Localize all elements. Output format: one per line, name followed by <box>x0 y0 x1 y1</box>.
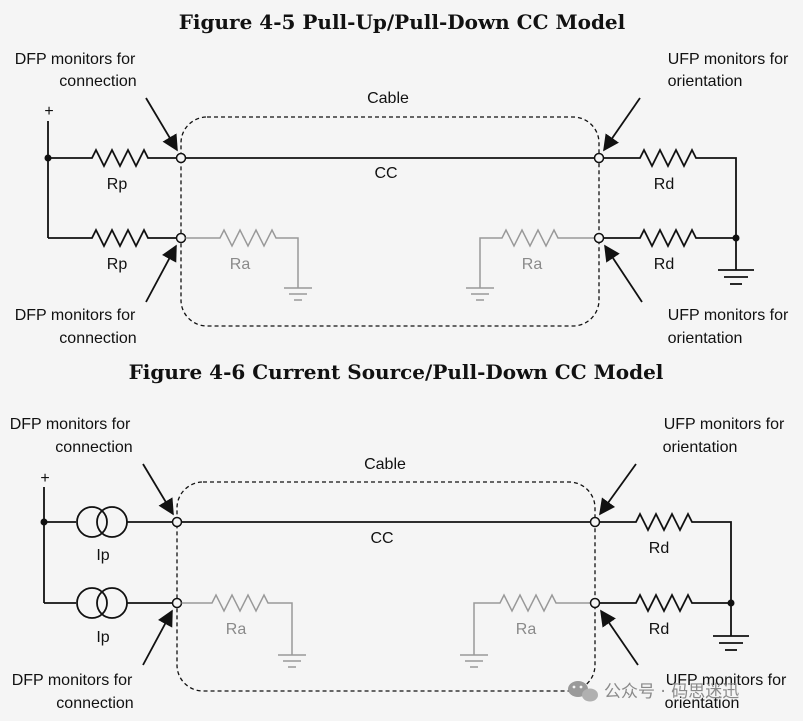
ufp-bottom-label-line1: UFP monitors for <box>668 307 789 324</box>
rd-bottom-label: Rd <box>649 621 669 638</box>
dfp-cc1-terminal <box>171 516 183 528</box>
figure-4-6-title: Figure 4-6 Current Source/Pull-Down CC M… <box>129 360 664 384</box>
figure-4-5: Figure 4-5 Pull-Up/Pull-Down CC Model DF… <box>15 10 789 347</box>
plus-sign: + <box>40 470 49 487</box>
dfp-bottom-label-line1: DFP monitors for <box>15 307 136 324</box>
rp-bottom-label: Rp <box>107 256 128 273</box>
wechat-icon <box>568 681 598 702</box>
rp-bottom-resistor <box>48 227 177 249</box>
watermark: 公众号 · 码思迷迅 <box>568 681 739 702</box>
ufp-top-arrow <box>599 463 637 516</box>
ufp-top-label-line1: UFP monitors for <box>664 416 785 433</box>
rd-top-resistor <box>603 147 737 238</box>
ra-left-label: Ra <box>230 256 251 273</box>
ra-right-resistor <box>479 228 595 288</box>
dfp-bottom-label-line2: connection <box>59 330 136 347</box>
ra-right-label: Ra <box>516 621 537 638</box>
ra-right-resistor <box>473 593 591 655</box>
ra-left-resistor <box>185 228 299 288</box>
ip-top-label: Ip <box>96 547 109 564</box>
ufp-cc1-terminal <box>589 516 601 528</box>
ufp-cc2-terminal <box>589 597 601 609</box>
ufp-ground-symbol <box>718 269 754 285</box>
ufp-top-arrow <box>603 97 641 152</box>
dfp-top-label-line1: DFP monitors for <box>15 51 136 68</box>
dfp-top-arrow <box>142 463 174 516</box>
watermark-text: 公众号 · 码思迷迅 <box>604 682 739 702</box>
ufp-bottom-arrow <box>604 244 643 303</box>
ufp-bottom-label-line1: UFP monitors for <box>666 672 787 689</box>
ufp-top-label-line1: UFP monitors for <box>668 51 789 68</box>
ra-right-label: Ra <box>522 256 543 273</box>
cable-label: Cable <box>364 456 406 473</box>
ra-left-resistor <box>181 593 293 655</box>
ufp-cc1-terminal <box>593 152 605 164</box>
ufp-top-label-line2: orientation <box>668 73 743 90</box>
rd-bottom-resistor <box>603 227 736 249</box>
cable-boundary <box>180 116 600 327</box>
cc-label: CC <box>370 530 393 547</box>
ufp-bottom-arrow <box>600 609 639 666</box>
dfp-bottom-arrow <box>142 609 173 666</box>
dfp-top-label-line1: DFP monitors for <box>10 416 131 433</box>
dfp-bottom-arrow <box>145 244 177 303</box>
ra-right-ground <box>460 654 488 668</box>
rd-bottom-label: Rd <box>654 256 674 273</box>
ufp-top-label-line2: orientation <box>663 439 738 456</box>
dfp-bottom-label-line1: DFP monitors for <box>12 672 133 689</box>
figure-4-6: Figure 4-6 Current Source/Pull-Down CC M… <box>10 360 787 712</box>
rp-top-label: Rp <box>107 176 128 193</box>
ufp-bottom-label-line2: orientation <box>668 330 743 347</box>
ufp-bottom-label-line2: orientation <box>665 695 740 712</box>
plus-sign: + <box>44 103 53 120</box>
ra-right-ground <box>466 287 494 301</box>
ip-bottom-current-source <box>76 587 128 619</box>
dfp-cc2-terminal <box>175 232 187 244</box>
dfp-cc1-terminal <box>175 152 187 164</box>
rd-top-label: Rd <box>654 176 674 193</box>
rd-top-resistor <box>599 511 732 603</box>
ra-left-ground <box>284 287 312 301</box>
ip-bottom-label: Ip <box>96 629 109 646</box>
ufp-ground-symbol <box>713 635 749 651</box>
dfp-top-label-line2: connection <box>59 73 136 90</box>
ip-top-current-source <box>76 506 128 538</box>
cable-boundary <box>176 481 596 692</box>
ra-left-label: Ra <box>226 621 247 638</box>
rd-bottom-resistor <box>599 592 731 614</box>
dfp-top-label-line2: connection <box>55 439 132 456</box>
ufp-cc2-terminal <box>593 232 605 244</box>
dfp-cc2-terminal <box>171 597 183 609</box>
dfp-bottom-label-line2: connection <box>56 695 133 712</box>
cc-label: CC <box>374 165 397 182</box>
rp-top-resistor <box>48 147 177 169</box>
rd-top-label: Rd <box>649 540 669 557</box>
ra-left-ground <box>278 654 306 668</box>
figure-4-5-title: Figure 4-5 Pull-Up/Pull-Down CC Model <box>179 10 626 34</box>
dfp-top-arrow <box>145 97 178 152</box>
cable-label: Cable <box>367 90 409 107</box>
